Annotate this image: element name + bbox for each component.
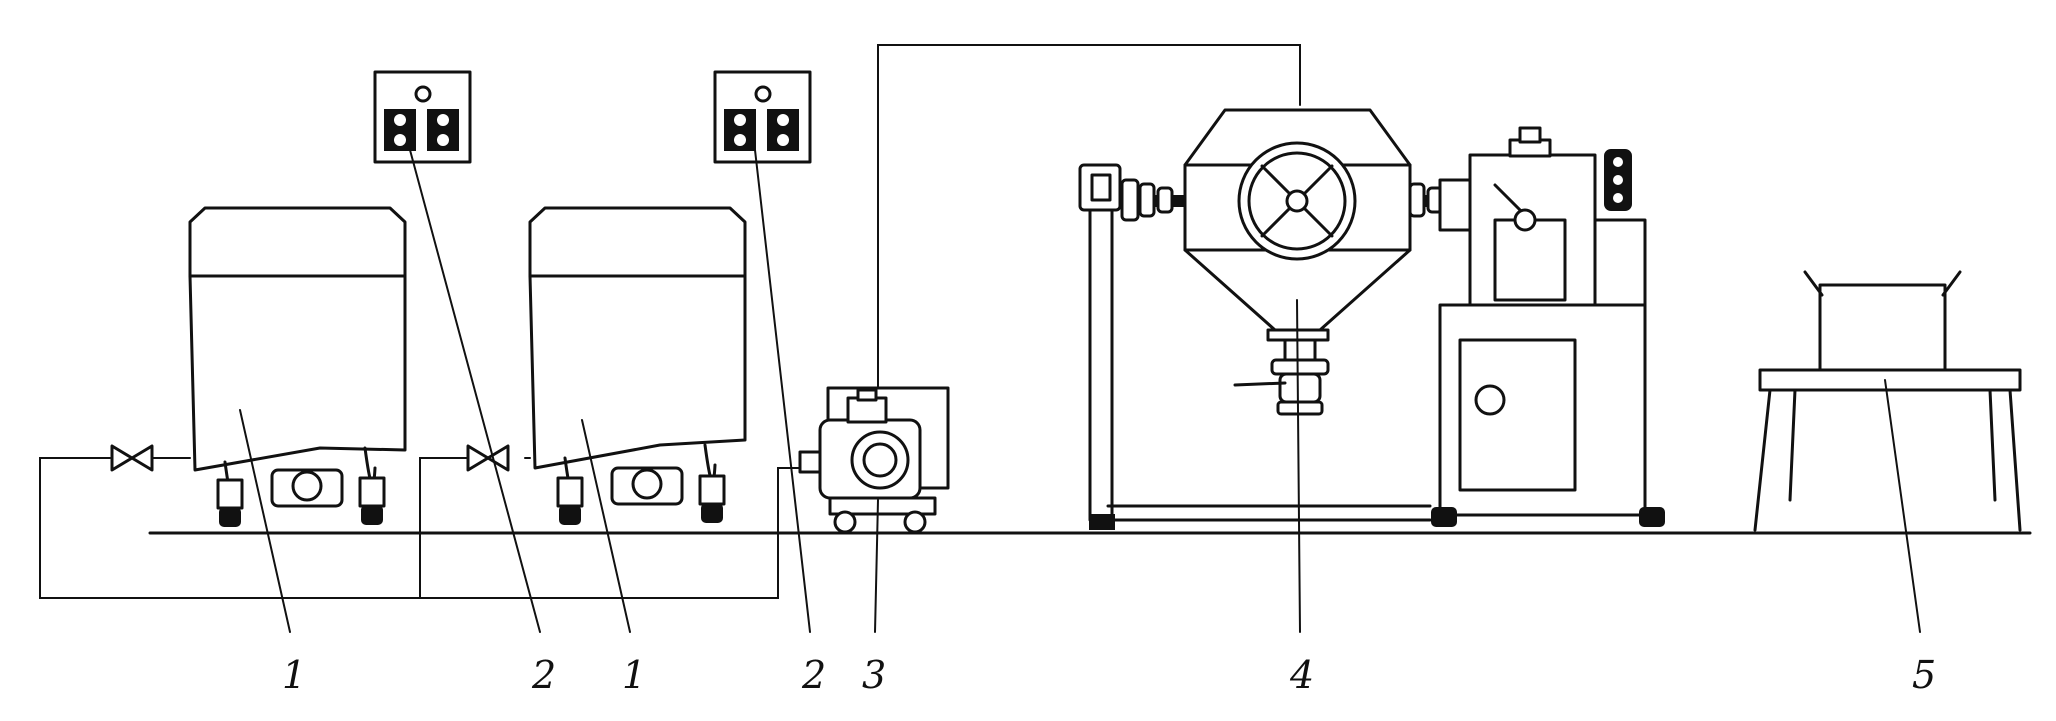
- control-panel-left: [373, 70, 472, 164]
- leader-lines: [239, 149, 1921, 633]
- label-tank-right: 1: [622, 653, 646, 697]
- pump: [798, 386, 950, 534]
- label-tank-left: 1: [282, 653, 306, 697]
- mixer: [1078, 108, 1665, 530]
- control-panel-right: [713, 70, 812, 164]
- table: [1753, 270, 2022, 532]
- label-panel-left: 2: [531, 653, 556, 697]
- valve-right-icon: [466, 444, 510, 472]
- label-table: 5: [1912, 653, 1936, 697]
- label-panel-right: 2: [801, 653, 826, 697]
- valve-left-icon: [110, 444, 154, 472]
- label-mixer: 4: [1289, 653, 1314, 697]
- label-pump: 3: [862, 653, 886, 697]
- pipeline: [39, 44, 1301, 599]
- tank-left: [188, 206, 407, 527]
- tank-right: [528, 206, 747, 525]
